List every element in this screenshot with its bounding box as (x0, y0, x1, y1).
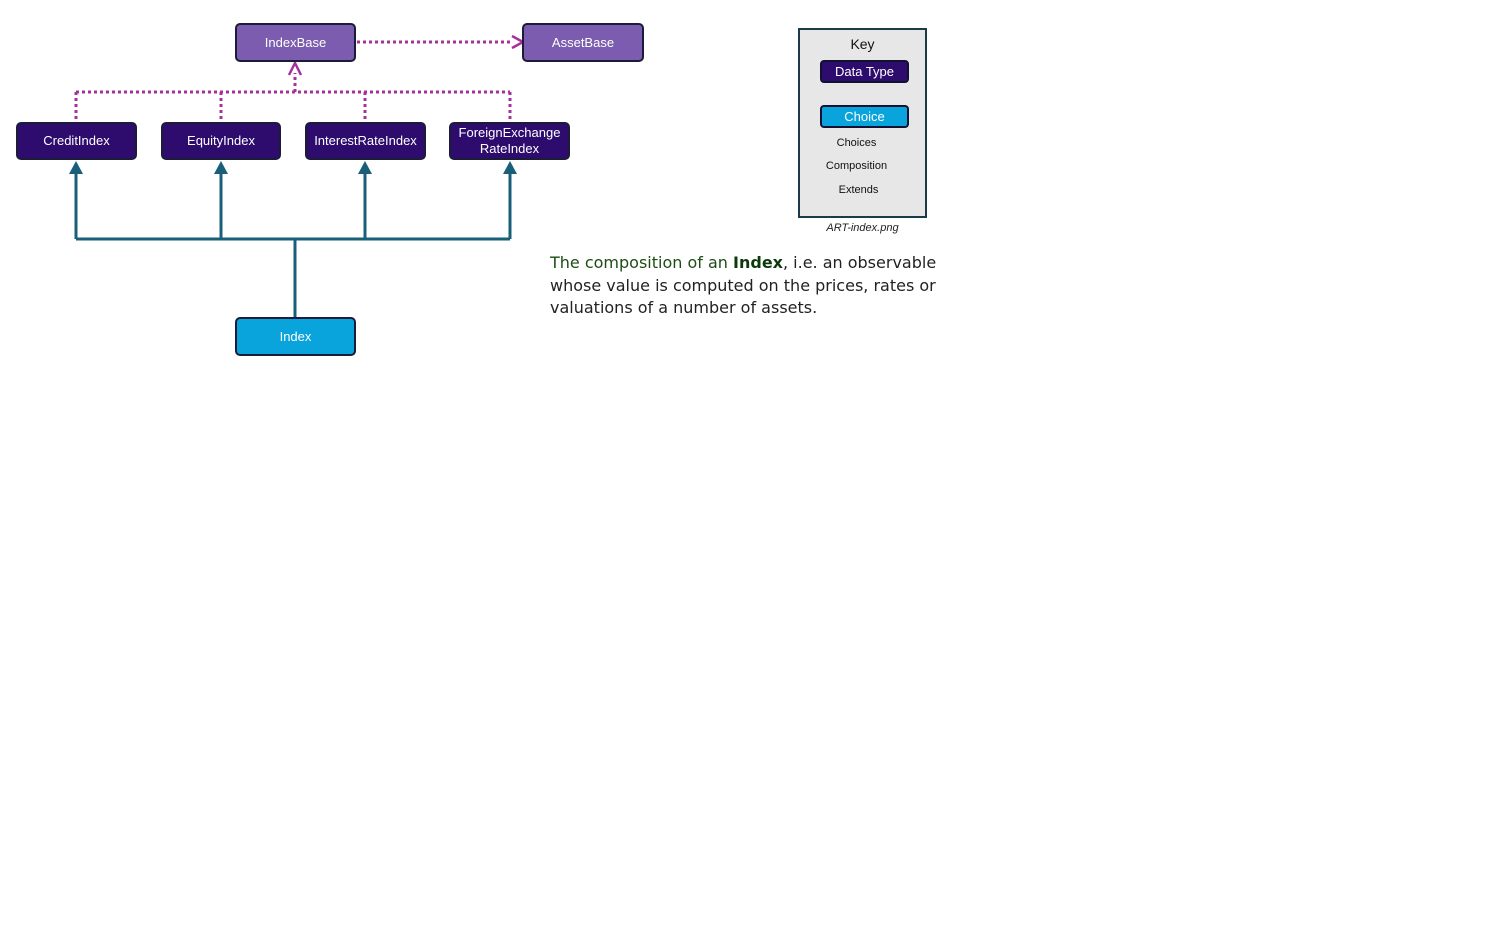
extends-indexbase-to-assetbase (357, 34, 526, 50)
node-creditindex-label: CreditIndex (43, 133, 110, 148)
node-indexbase-label: IndexBase (264, 34, 327, 50)
description-rest: , i.e. an observable whose value is comp… (550, 253, 937, 317)
node-index[interactable]: Index (235, 317, 356, 356)
image-filename-caption: ART-index.png (826, 222, 899, 234)
node-equityindex[interactable]: EquityIndex (161, 122, 281, 160)
key-legend: Key Data Type Choice Choices Composition… (798, 28, 927, 218)
node-creditindex[interactable]: CreditIndex (16, 122, 137, 160)
key-title: Key (850, 36, 875, 52)
node-interestrateindex[interactable]: InterestRateIndex (305, 122, 426, 160)
node-assetbase[interactable]: AssetBase (522, 23, 644, 62)
key-extends-label: Extends (838, 184, 879, 196)
node-foreignexchangerateindex[interactable]: ForeignExchange RateIndex (449, 122, 570, 160)
node-equityindex-label: EquityIndex (187, 133, 255, 148)
node-index-label: Index (279, 328, 312, 344)
key-composition-label: Composition (825, 160, 888, 172)
extends-datatypes-to-indexbase (74, 60, 512, 123)
description-term: Index (733, 253, 783, 272)
node-foreignexchangerateindex-label: ForeignExchange RateIndex (459, 125, 561, 157)
description-lead: The composition of an (550, 253, 734, 272)
choices-index-to-datatypes (69, 161, 517, 318)
key-datatype-swatch: Data Type (820, 60, 909, 83)
key-choices-label: Choices (836, 137, 877, 149)
node-assetbase-label: AssetBase (551, 34, 615, 50)
node-indexbase[interactable]: IndexBase (235, 23, 356, 62)
description-text: The composition of an Index, i.e. an obs… (550, 252, 940, 320)
key-choice-swatch: Choice (820, 105, 909, 128)
node-interestrateindex-label: InterestRateIndex (314, 133, 417, 148)
node-foreignexchangerateindex-label-line1: ForeignExchange (458, 125, 561, 140)
node-foreignexchangerateindex-label-line2: RateIndex (479, 141, 540, 156)
